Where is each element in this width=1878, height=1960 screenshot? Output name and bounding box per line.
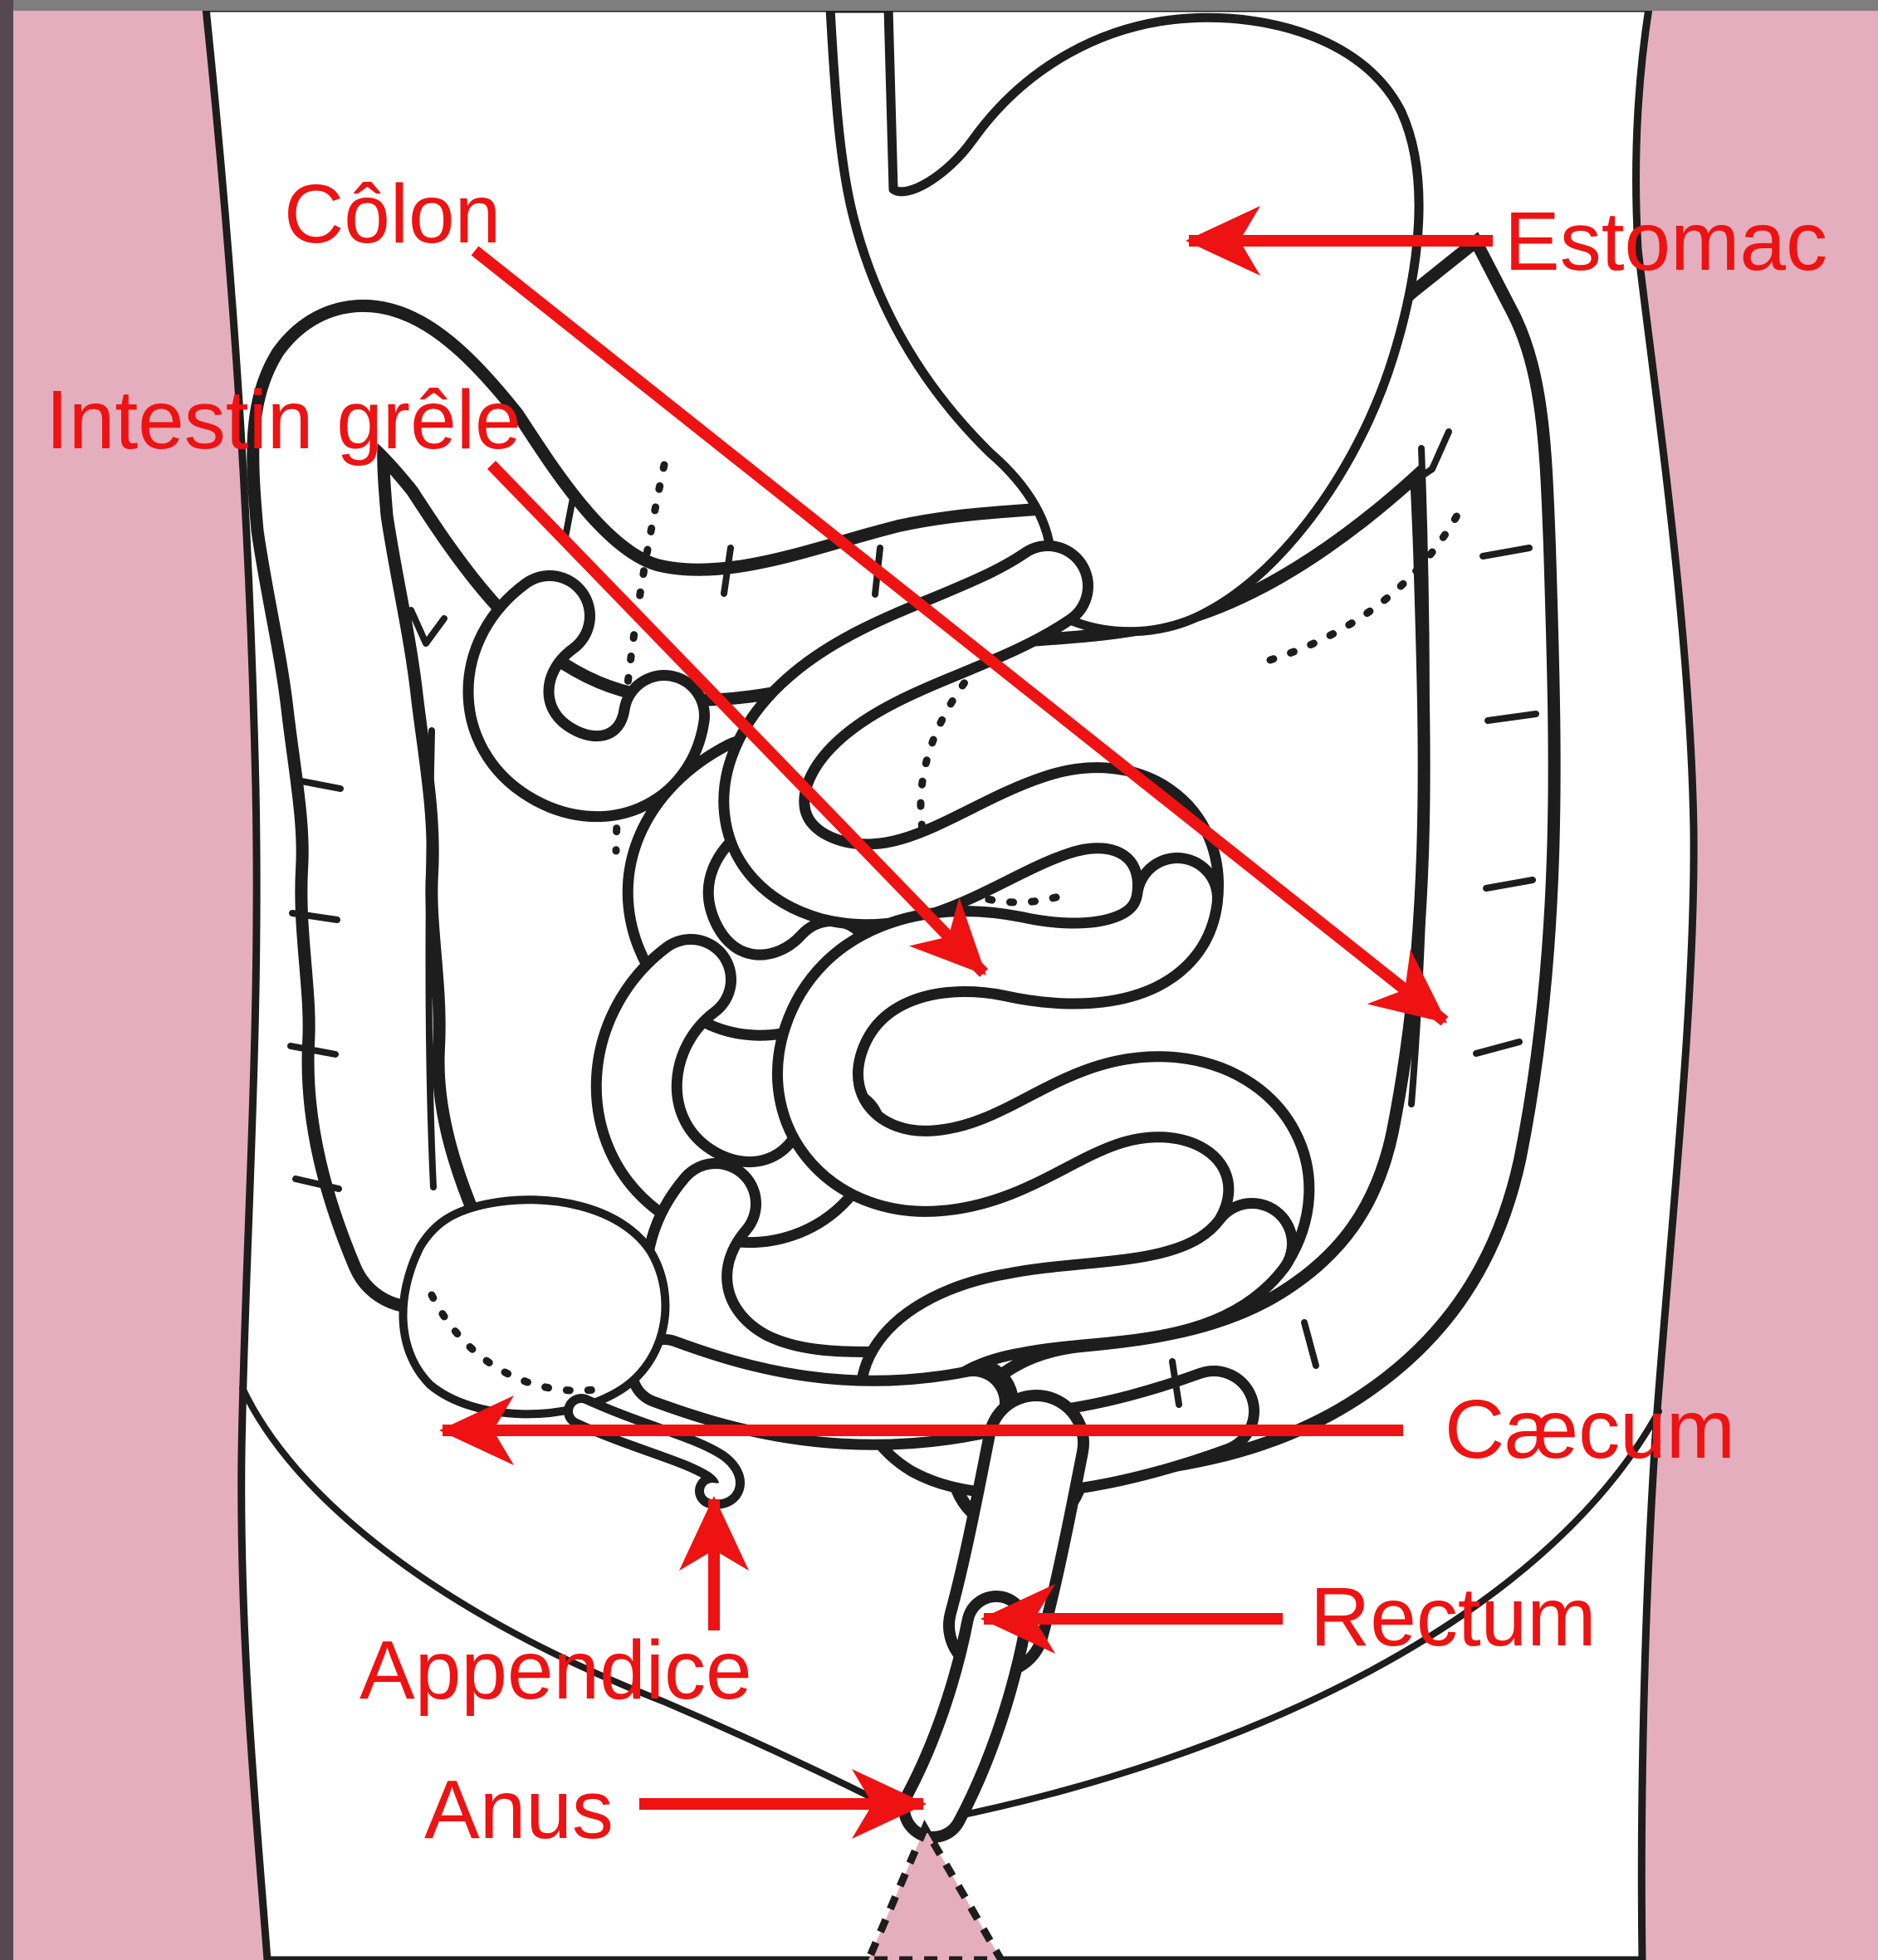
haustra-tick-y — [408, 607, 447, 647]
haustra-tick — [721, 545, 734, 597]
label-anus: Anus — [424, 1763, 614, 1856]
haustra-tick — [1484, 711, 1539, 724]
caecum-region — [399, 1195, 1010, 1509]
intestin-grele-arrow — [487, 461, 989, 977]
label-caecum: Cæcum — [1445, 1383, 1735, 1476]
colon-arrow — [471, 246, 1449, 1026]
stomach — [825, 3, 1424, 637]
label-appendice: Appendice — [359, 1624, 752, 1717]
left-border — [0, 0, 13, 1960]
haustra-tick — [1169, 1358, 1182, 1408]
haustra-ticks — [287, 428, 1539, 1408]
stomach-shape — [825, 3, 1424, 637]
caecum-dotted-arc — [428, 1291, 610, 1395]
label-estomac: Estomac — [1504, 195, 1827, 288]
crotch-triangle — [864, 1819, 1006, 1960]
haustra-tick — [289, 910, 340, 923]
left-groin-line — [239, 1385, 923, 1825]
hidden-transverse-dotted — [1266, 504, 1465, 664]
haustra-tick — [287, 1043, 339, 1058]
top-border — [0, 0, 1878, 11]
right-groin-line — [928, 1408, 1662, 1825]
haustra-tick-y — [1404, 428, 1452, 489]
coil — [783, 863, 1304, 1278]
caecum-pouch — [399, 1195, 670, 1419]
coil — [729, 551, 1213, 933]
annotation-arrows — [439, 206, 1493, 1839]
haustra-tick — [294, 777, 344, 792]
coil — [473, 581, 699, 812]
label-colon: Côlon — [284, 168, 501, 261]
label-rectum: Rectum — [1310, 1571, 1597, 1664]
colon-inner-line-ascending — [425, 727, 437, 1190]
haustra-tick — [1483, 877, 1536, 892]
hidden-edge-dotted-left — [612, 461, 668, 855]
haustra-tick — [1301, 1319, 1319, 1369]
haustra-tick — [292, 1176, 342, 1192]
ileum-tube-fill — [638, 1345, 1000, 1439]
label-intestin-grele: Intestin grêle — [46, 374, 521, 467]
annotation-labels: Côlon Intestin grêle Estomac Cæcum Appen… — [46, 168, 1827, 1856]
haustra-tick — [1473, 1039, 1523, 1057]
haustra-tick — [1479, 545, 1533, 560]
